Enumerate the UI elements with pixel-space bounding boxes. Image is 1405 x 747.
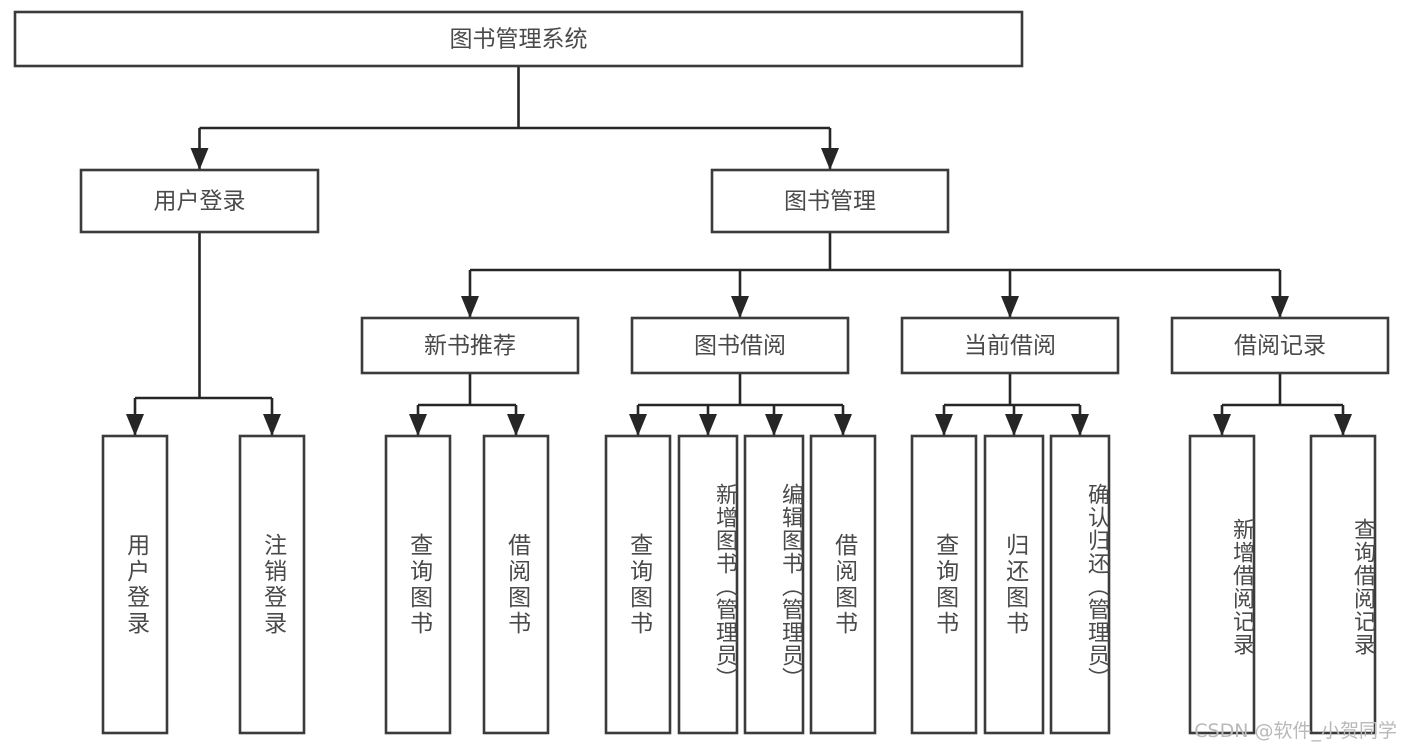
node-root-label: 图书管理系统 xyxy=(450,27,588,53)
node-leaf-box-8[interactable] xyxy=(910,434,978,735)
arrow-head-icon-level2-1 xyxy=(821,148,839,170)
arrow-head-icon-leaf-8 xyxy=(935,414,953,436)
node-leaf-box-3[interactable] xyxy=(482,434,550,735)
connectors-layer xyxy=(126,66,1352,436)
arrow-head-icon-level2-0 xyxy=(190,148,209,170)
node-level2-label-0: 用户登录 xyxy=(154,189,246,215)
node-level2-box-1[interactable] xyxy=(710,168,950,234)
node-leaf-box-9[interactable] xyxy=(983,434,1045,735)
arrow-head-icon-leaf-5 xyxy=(699,414,717,436)
arrow-head-icon-leaf-7 xyxy=(834,414,852,436)
arrow-head-icon-level3-3 xyxy=(1271,296,1289,318)
node-level3-label-1: 图书借阅 xyxy=(694,333,786,359)
node-level3-box-1[interactable] xyxy=(630,316,850,375)
watermark: CSDN @软件_小贺同学 xyxy=(1194,720,1397,742)
arrow-head-icon-leaf-3 xyxy=(507,414,525,436)
boxes-layer xyxy=(13,10,1390,735)
node-level2-label-1: 图书管理 xyxy=(784,189,876,215)
node-leaf-box-6[interactable] xyxy=(743,434,805,735)
node-leaf-box-4[interactable] xyxy=(604,434,672,735)
arrow-head-icon-leaf-11 xyxy=(1213,414,1231,436)
arrow-head-icon-leaf-0 xyxy=(126,414,144,436)
node-leaf-box-12[interactable] xyxy=(1309,434,1377,735)
node-level2-box-0[interactable] xyxy=(79,168,320,234)
node-leaf-box-11[interactable] xyxy=(1188,434,1256,735)
arrow-head-icon-leaf-1 xyxy=(263,414,281,436)
node-leaf-box-1[interactable] xyxy=(238,434,306,735)
arrow-head-icon-level3-0 xyxy=(461,296,479,318)
arrow-head-icon-leaf-12 xyxy=(1334,414,1352,436)
arrow-head-icon-level3-2 xyxy=(1001,296,1019,318)
node-root-box[interactable] xyxy=(13,10,1024,68)
node-level3-label-0: 新书推荐 xyxy=(424,333,516,359)
node-level3-box-0[interactable] xyxy=(360,316,580,375)
arrow-head-icon-leaf-6 xyxy=(765,414,783,436)
arrow-head-icon-leaf-4 xyxy=(629,414,647,436)
node-leaf-box-10[interactable] xyxy=(1049,434,1111,735)
node-level3-label-2: 当前借阅 xyxy=(964,333,1056,359)
arrow-head-icon-leaf-2 xyxy=(409,414,427,436)
node-leaf-box-0[interactable] xyxy=(101,434,169,735)
arrow-head-icon-leaf-9 xyxy=(1005,414,1023,436)
node-level3-label-3: 借阅记录 xyxy=(1234,333,1326,359)
arrow-head-icon-leaf-10 xyxy=(1071,414,1089,436)
node-level3-box-2[interactable] xyxy=(900,316,1120,375)
node-level3-box-3[interactable] xyxy=(1170,316,1390,375)
node-leaf-box-5[interactable] xyxy=(677,434,739,735)
node-leaf-box-7[interactable] xyxy=(809,434,877,735)
node-leaf-box-2[interactable] xyxy=(384,434,452,735)
arrow-head-icon-level3-1 xyxy=(731,296,749,318)
